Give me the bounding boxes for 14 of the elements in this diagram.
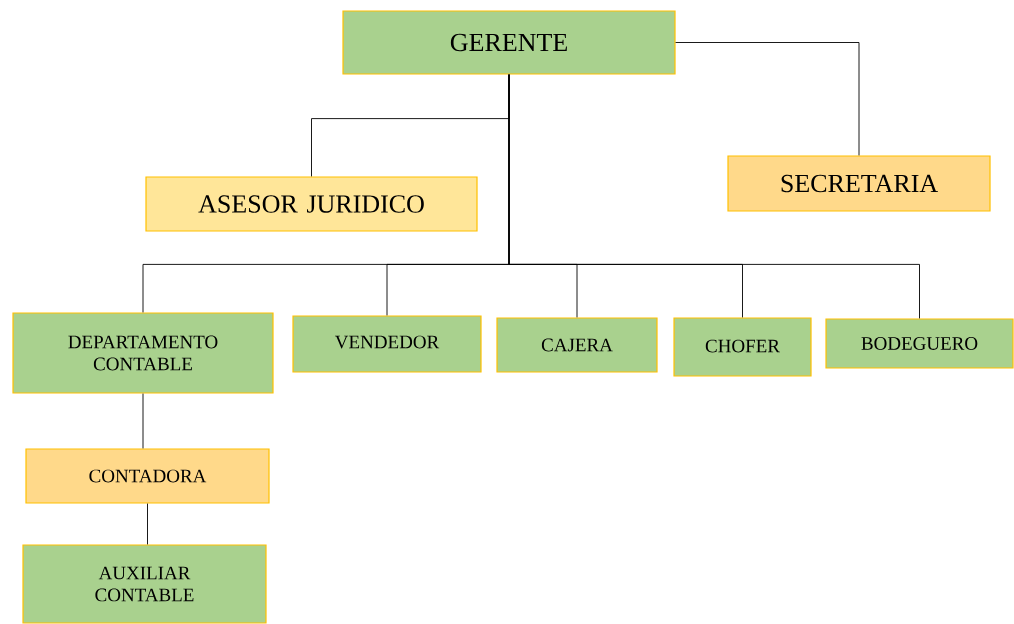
connector-line [675,42,860,156]
connector-line [147,503,148,545]
position-box: SECRETARIA [727,155,991,212]
connector-line [142,393,144,449]
position-box: CONTADORA [25,448,270,504]
position-box: VENDEDOR [292,315,482,373]
position-box: AUXILIAR CONTABLE [22,544,267,624]
connector-line [508,74,920,319]
position-box: CHOFER [673,317,812,377]
position-box: BODEGUERO [825,318,1014,369]
position-box: CAJERA [496,317,658,373]
position-box: ASESOR JURIDICO [145,176,478,232]
position-box: DEPARTAMENTO CONTABLE [12,312,274,394]
position-box: GERENTE [342,10,676,75]
